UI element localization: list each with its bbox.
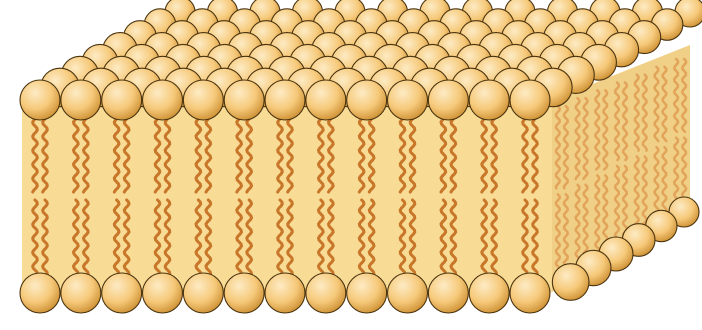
lipid-head-top — [102, 80, 142, 120]
lipid-head-bottom — [388, 273, 428, 313]
lipid-head-bottom — [469, 273, 509, 313]
lipid-head-top — [347, 80, 387, 120]
lipid-head-top — [469, 80, 509, 120]
lipid-head-top — [61, 80, 101, 120]
lipid-head-bottom — [224, 273, 264, 313]
lipid-head-top — [510, 80, 550, 120]
lipid-head-top — [20, 80, 60, 120]
lipid-head-bottom — [265, 273, 305, 313]
lipid-head-top — [388, 80, 428, 120]
lipid-head-bottom — [61, 273, 101, 313]
lipid-head-top — [224, 80, 264, 120]
lipid-head-bottom — [183, 273, 223, 313]
lipid-head-bottom — [510, 273, 550, 313]
lipid-head-top — [265, 80, 305, 120]
lipid-head-bottom — [428, 273, 468, 313]
lipid-head-bottom — [347, 273, 387, 313]
lipid-head-bottom-side — [552, 264, 589, 301]
lipid-head-top — [306, 80, 346, 120]
lipid-head-bottom — [102, 273, 142, 313]
lipid-head-top — [143, 80, 183, 120]
lipid-head-bottom — [20, 273, 60, 313]
lipid-head-top — [428, 80, 468, 120]
lipid-head-bottom — [143, 273, 183, 313]
lipid-head-bottom — [306, 273, 346, 313]
lipid-head-top — [183, 80, 223, 120]
bilayer-front-face — [22, 100, 552, 292]
